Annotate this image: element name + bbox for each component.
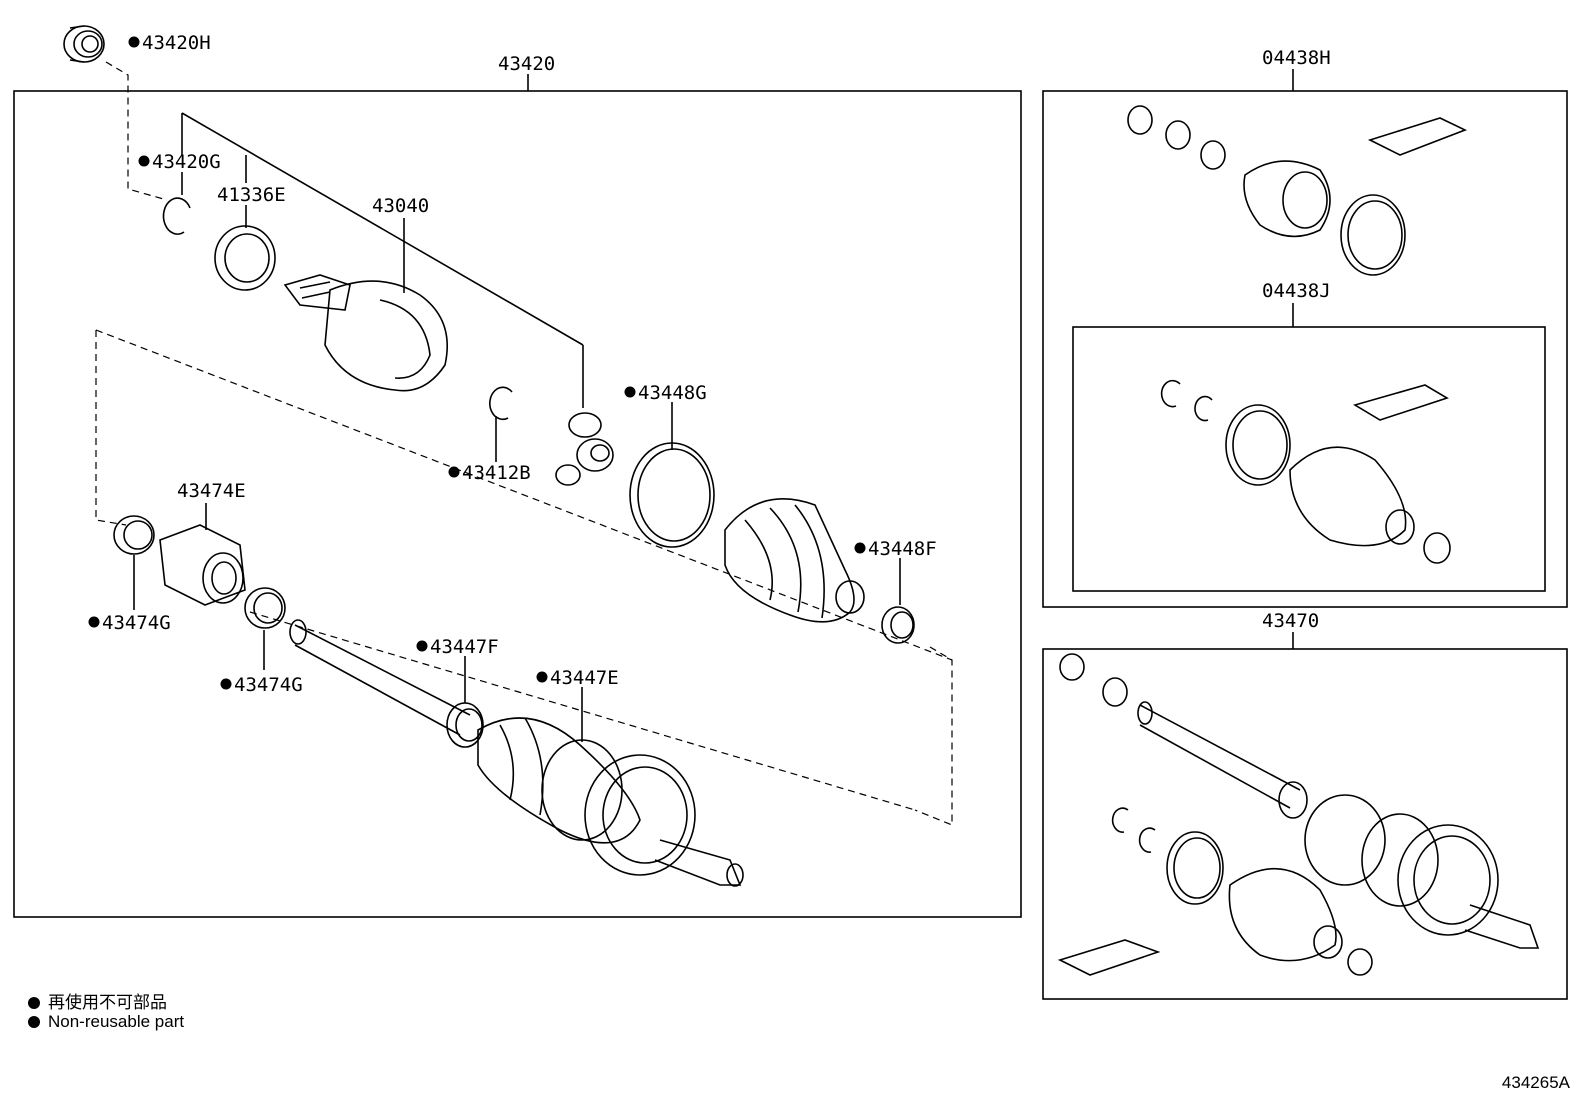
nonreusable-dot-43474G-a (88, 616, 100, 628)
nonreusable-dot-43448G (624, 386, 636, 398)
kit-04438J-frame (1072, 326, 1546, 592)
clamp-43474G-a (113, 515, 155, 555)
label-41336E: 41336E (217, 184, 286, 206)
damper-43474E (159, 524, 246, 606)
assembly-43470-parts (1057, 653, 1540, 976)
inner-boot (724, 498, 865, 623)
band-43448G (629, 442, 715, 548)
legend-dot-icon (28, 997, 40, 1009)
label-04438H: 04438H (1262, 47, 1331, 69)
label-43474G-a: 43474G (102, 612, 171, 634)
legend-dot-icon (28, 1016, 40, 1028)
figure-code: 434265A (1501, 1073, 1570, 1092)
nonreusable-dot-43474G-b (220, 678, 232, 690)
kit-04438H-frame (1042, 90, 1568, 608)
label-43447E: 43447E (550, 667, 619, 689)
clamp-43447F (446, 702, 484, 748)
nonreusable-dot-43412B (448, 466, 460, 478)
legend-cn-text: 再使用不可部品 (48, 993, 167, 1012)
main-assembly-frame (13, 90, 1022, 918)
label-43448G: 43448G (638, 382, 707, 404)
assembly-43470-frame (1042, 648, 1568, 1000)
legend-cn: 再使用不可部品 (28, 988, 167, 1013)
label-43474G-b: 43474G (234, 674, 303, 696)
label-43474E: 43474E (177, 480, 246, 502)
nonreusable-dot-43420H (128, 36, 140, 48)
snap-ring-43420G (162, 197, 191, 235)
label-43420G: 43420G (152, 151, 221, 173)
label-43470: 43470 (1262, 610, 1319, 632)
label-43420: 43420 (498, 53, 555, 75)
label-43420H: 43420H (142, 32, 211, 54)
nonreusable-dot-43447E (536, 671, 548, 683)
nonreusable-dot-43420G (138, 155, 150, 167)
bearing-43420H (63, 25, 105, 63)
clamp-43474G-b (244, 587, 286, 629)
legend-en: Non-reusable part (28, 1012, 184, 1032)
label-04438J: 04438J (1262, 280, 1331, 302)
label-43447F: 43447F (430, 636, 499, 658)
outer-boot-and-joint (477, 717, 744, 887)
label-43412B: 43412B (462, 462, 531, 484)
kit-04438J-parts (1160, 379, 1451, 564)
kit-04438H-parts (1127, 105, 1468, 276)
drive-shaft (289, 619, 471, 736)
label-43448F: 43448F (868, 538, 937, 560)
seal-41336E (214, 225, 276, 291)
inner-joint-43040 (283, 274, 448, 392)
nonreusable-dot-43448F (854, 542, 866, 554)
tripod (555, 412, 614, 486)
nonreusable-dot-43447F (416, 640, 428, 652)
clamp-43448F (881, 606, 915, 644)
clip-43412B (489, 386, 513, 421)
label-43040: 43040 (372, 195, 429, 217)
legend-en-text: Non-reusable part (48, 1012, 185, 1031)
